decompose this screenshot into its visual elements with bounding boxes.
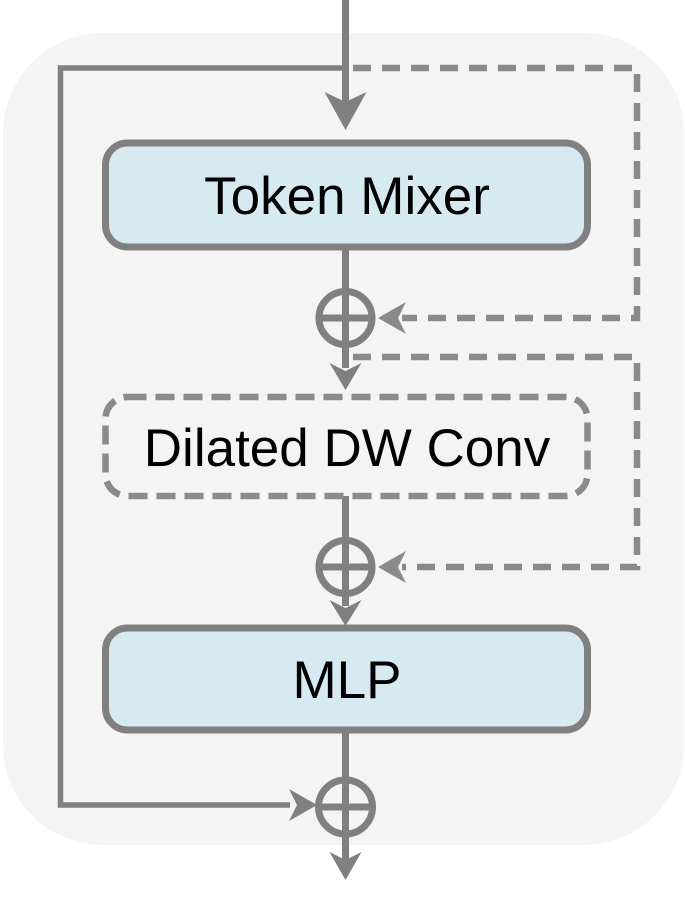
residual-connection [57,65,346,821]
add-operator-3 [315,776,376,838]
token-mixer-box [102,139,591,251]
skip-connection-token-mixer [353,64,641,334]
plus-cross [319,291,372,345]
down-arrowhead-icon [329,363,362,390]
skip-dashed-path-2 [353,353,641,571]
plus-cross [318,780,373,834]
skip-connection-dilated-conv [353,353,641,583]
down-arrowhead-icon [324,92,367,130]
token-mixer-label: Token Mixer [204,167,490,226]
left-arrowhead-icon [378,551,406,583]
mlp-box [102,624,591,734]
token-mixer-block: Token Mixer [102,139,591,251]
skip-dashed-path-1 [353,64,641,322]
left-arrowhead-icon [378,302,406,334]
down-arrowhead-icon [329,852,362,880]
mlp-block: MLP [102,624,591,734]
residual-path [57,65,346,808]
down-arrowhead-icon [329,600,362,626]
plus-cross [319,540,372,594]
dilated-dw-conv-label: Dilated DW Conv [144,419,551,478]
mlp-label: MLP [293,651,402,710]
add-operator-1 [315,288,376,348]
add-operator-2 [315,537,376,597]
right-arrowhead-icon [289,789,317,821]
dilated-dw-conv-block: Dilated DW Conv [102,393,591,500]
